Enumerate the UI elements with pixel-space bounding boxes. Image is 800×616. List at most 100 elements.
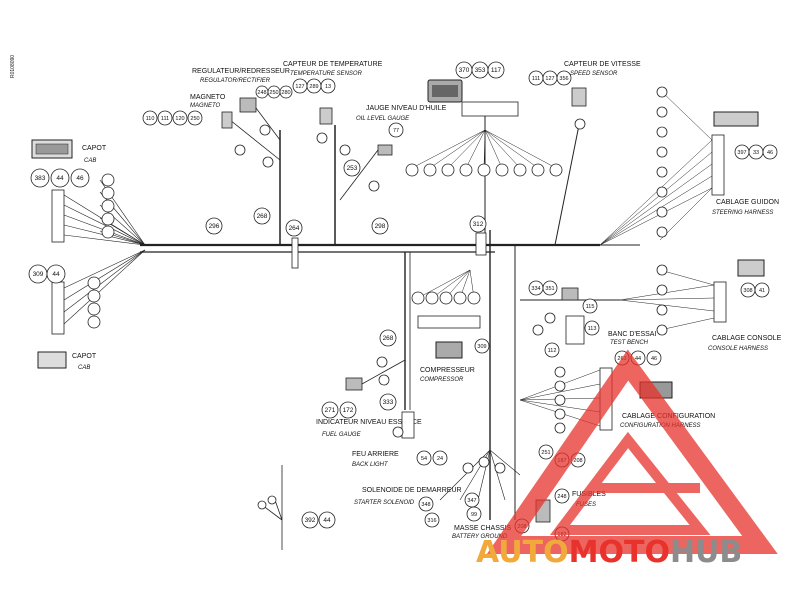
callout-number: 280 bbox=[281, 90, 290, 96]
speed-en: SPEED SENSOR bbox=[570, 71, 618, 77]
ground-en: BATTERY GROUND bbox=[452, 534, 508, 540]
callout-number: 248 bbox=[557, 494, 566, 500]
callout-number: 120 bbox=[175, 116, 184, 122]
callout-bubble bbox=[343, 159, 361, 177]
magneto-group: MAGNETO MAGNETO bbox=[190, 94, 233, 129]
callout-number: 316 bbox=[427, 518, 436, 524]
callout-oil-b-1: 253 bbox=[343, 159, 361, 177]
callout-bubble bbox=[762, 144, 778, 160]
oil-en: OIL LEVEL GAUGE bbox=[356, 116, 410, 122]
callout-main-d-1: 298 bbox=[371, 217, 389, 235]
testbench-fr: BANC D'ESSAI bbox=[608, 331, 656, 338]
callout-main-e-1: 312 bbox=[469, 215, 487, 233]
watermark-moto: MOTO bbox=[569, 535, 670, 570]
callout-number: 111 bbox=[532, 76, 540, 82]
cab-top-connector: CAPOT CAB bbox=[31, 139, 107, 243]
callout-testbench-b-1: 115 bbox=[582, 298, 598, 314]
callout-bubble bbox=[187, 110, 203, 126]
callout-bubble bbox=[46, 264, 66, 284]
callout-temp-3: 13 bbox=[320, 78, 336, 94]
callout-number: 268 bbox=[257, 213, 268, 220]
callout-bubble bbox=[554, 488, 570, 504]
callout-number: 397 bbox=[737, 150, 746, 156]
solenoid-group: SOLENOIDE DE DEMARREUR STARTER SOLENOID bbox=[354, 449, 521, 506]
callout-config-top-3: 46 bbox=[646, 350, 662, 366]
callout-main-a-1: 296 bbox=[205, 217, 223, 235]
watermark-hub: HUB bbox=[670, 535, 742, 570]
callout-bubble bbox=[424, 512, 440, 528]
callout-bubble bbox=[157, 110, 173, 126]
callout-number: 127 bbox=[545, 76, 554, 82]
oil-fr: JAUGE NIVEAU D'HUILE bbox=[366, 105, 447, 112]
callout-fuses-a-1: 248 bbox=[554, 488, 570, 504]
compressor-en: COMPRESSOR bbox=[420, 377, 464, 383]
watermark-auto: AUTO bbox=[476, 535, 569, 570]
callout-number: 309 bbox=[477, 344, 486, 350]
callout-number: 264 bbox=[289, 225, 300, 232]
callout-number: 296 bbox=[209, 223, 220, 230]
capot-top-en: CAB bbox=[84, 158, 96, 164]
capot-bot-en: CAB bbox=[78, 365, 90, 371]
callout-number: 289 bbox=[309, 84, 318, 90]
callout-cab-top-2: 44 bbox=[50, 168, 70, 188]
callout-number: 251 bbox=[541, 450, 550, 456]
oil-gauge-group: JAUGE NIVEAU D'HUILE OIL LEVEL GAUGE bbox=[339, 105, 447, 201]
callout-main-b-1: 268 bbox=[253, 207, 271, 225]
callout-cab-top-3: 46 bbox=[70, 168, 90, 188]
callout-number: 46 bbox=[767, 150, 773, 156]
callout-number: 356 bbox=[559, 76, 568, 82]
callout-bubble bbox=[279, 85, 293, 99]
fuel-en: FUEL GAUGE bbox=[322, 432, 362, 438]
callout-testbench-a-1: 334 bbox=[528, 280, 544, 296]
callout-backlight-2: 24 bbox=[432, 450, 448, 466]
callout-number: 370 bbox=[459, 67, 470, 74]
callout-bubble bbox=[542, 280, 558, 296]
callout-bubble bbox=[754, 282, 770, 298]
callout-number: 115 bbox=[586, 304, 595, 310]
callout-bubble bbox=[416, 450, 432, 466]
callout-number: 44 bbox=[635, 356, 641, 362]
callout-temp-2: 289 bbox=[306, 78, 322, 94]
callout-mid-a-1: 251 bbox=[538, 444, 554, 460]
callout-number: 46 bbox=[76, 175, 84, 182]
callout-number: 309 bbox=[33, 271, 44, 278]
callout-number: 250 bbox=[190, 116, 199, 122]
callout-solenoid-2: 316 bbox=[424, 512, 440, 528]
callout-bubble bbox=[142, 110, 158, 126]
callout-number: 24 bbox=[437, 456, 443, 462]
backlight-fr: FEU ARRIERE bbox=[352, 451, 399, 458]
callout-fuel-1: 271 bbox=[321, 401, 339, 419]
regulator-group: REGULATEUR/REDRESSEUR REGULATOR/RECTIFIE… bbox=[192, 68, 290, 168]
temp-fr: CAPTEUR DE TEMPERATURE bbox=[283, 61, 383, 68]
callout-main-c-1: 264 bbox=[285, 219, 303, 237]
console-group: CABLAGE CONSOLE CONSOLE HARNESS bbox=[619, 259, 782, 352]
compressor-fr: COMPRESSEUR bbox=[420, 367, 475, 374]
callout-bubble bbox=[418, 496, 434, 512]
watermark-text: AUTOMOTOHUB bbox=[476, 535, 742, 570]
watermark-triangle-outer bbox=[486, 349, 778, 554]
callout-number: 208 bbox=[573, 458, 582, 464]
callout-testbench-c-1: 113 bbox=[584, 320, 600, 336]
callout-number: 77 bbox=[393, 128, 399, 134]
callout-number: 392 bbox=[305, 517, 316, 524]
callout-number: 41 bbox=[759, 288, 765, 294]
callout-console-1: 308 bbox=[740, 282, 756, 298]
backlight-group: FEU ARRIERE BACK LIGHT bbox=[352, 411, 415, 468]
callout-bubble bbox=[253, 207, 271, 225]
callout-top-connector-1: 370 bbox=[455, 61, 473, 79]
speed-fr: CAPTEUR DE VITESSE bbox=[564, 61, 641, 68]
solenoid-fr: SOLENOIDE DE DEMARREUR bbox=[362, 487, 462, 494]
callout-number: 347 bbox=[467, 498, 476, 504]
callout-oil-1: 77 bbox=[388, 122, 404, 138]
callout-bubble bbox=[487, 61, 505, 79]
callout-number: 172 bbox=[343, 407, 354, 414]
callout-number: 127 bbox=[295, 84, 304, 90]
callout-number: 248 bbox=[257, 90, 266, 96]
callout-testbench-a-2: 351 bbox=[542, 280, 558, 296]
callout-number: 112 bbox=[548, 348, 557, 354]
callout-magneto-1: 110 bbox=[142, 110, 158, 126]
callout-number: 54 bbox=[421, 456, 427, 462]
callout-regulator-2: 250 bbox=[267, 85, 281, 99]
